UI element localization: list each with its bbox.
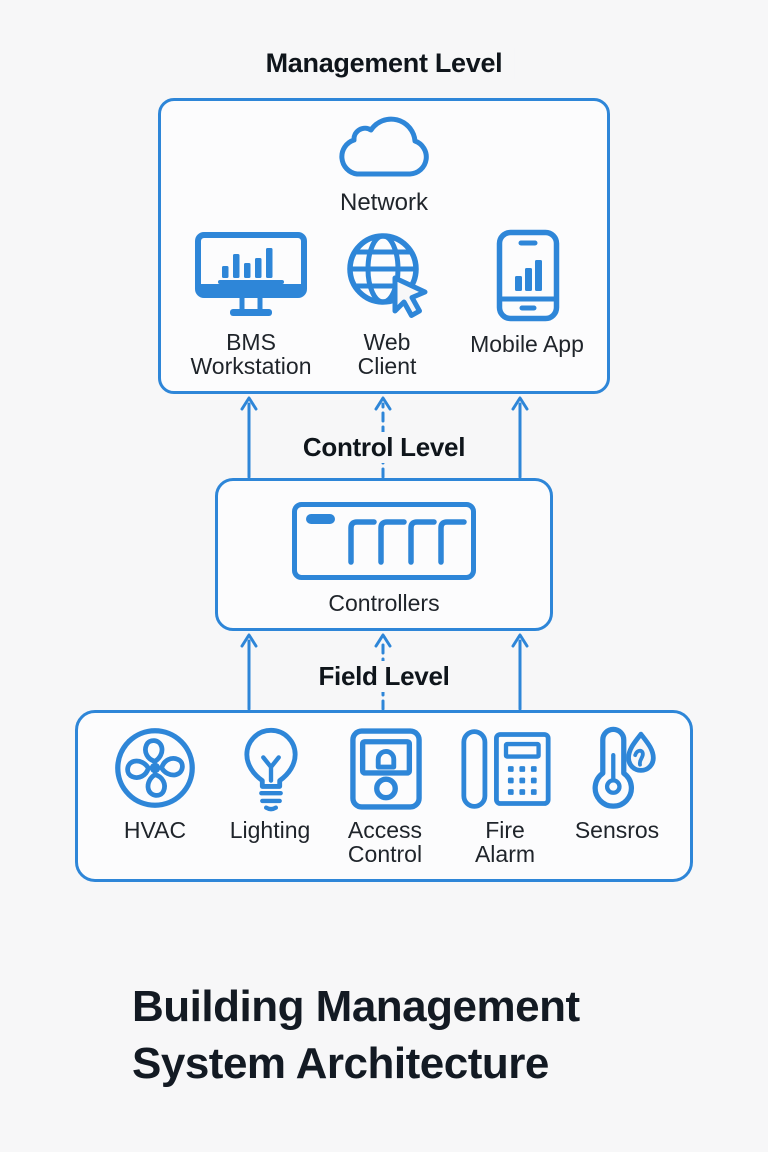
sensors-label: Sensros (574, 817, 660, 843)
lighting-label: Lighting (229, 817, 311, 843)
fan-icon (115, 728, 195, 808)
mobile-icon (496, 229, 560, 322)
bms-workstation-label: BMS Workstation (190, 329, 312, 379)
mobile-app-label: Mobile App (470, 331, 584, 357)
controllers-label: Controllers (328, 590, 440, 616)
access-control-label: Access Control (347, 817, 423, 867)
cloud-icon (339, 116, 429, 177)
management-level-box (158, 98, 610, 394)
fire-alarm-label: Fire Alarm (474, 817, 536, 867)
hvac-label: HVAC (123, 817, 187, 843)
page-title: Building Management System Architecture (132, 982, 580, 1088)
bulb-icon (244, 727, 298, 812)
control-level-heading: Control Level (290, 432, 478, 463)
workstation-icon (195, 232, 307, 316)
network-label: Network (339, 189, 429, 216)
management-level-heading: Management Level (253, 48, 515, 79)
access-panel-icon (350, 728, 422, 810)
web-client-label: Web Client (357, 329, 417, 379)
field-level-heading: Field Level (306, 661, 462, 692)
globe-cursor-icon (347, 233, 428, 318)
fire-alarm-icon (461, 729, 551, 809)
controller-icon (292, 502, 476, 580)
sensor-icon (592, 726, 656, 809)
